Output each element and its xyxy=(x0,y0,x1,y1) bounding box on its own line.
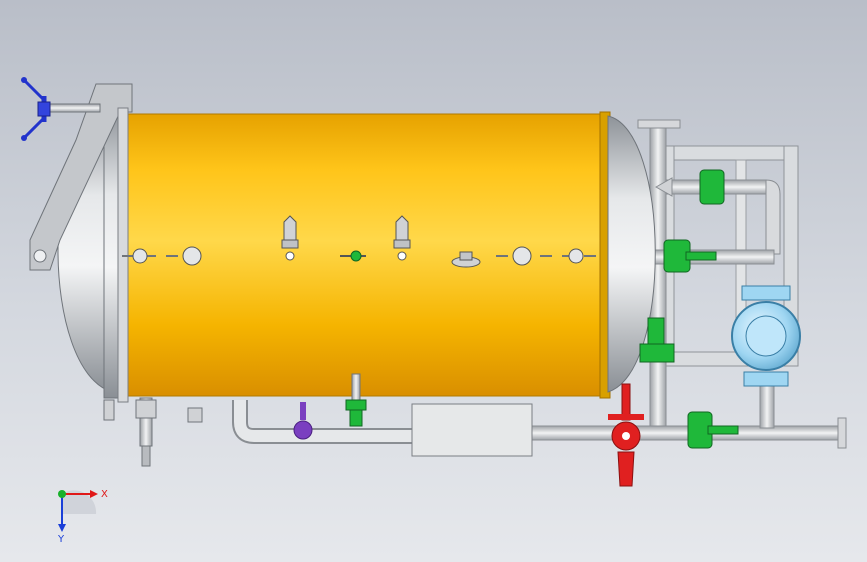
drain-valve-left xyxy=(103,397,157,467)
thermometer-port xyxy=(451,251,481,268)
z-axis-dot xyxy=(58,490,66,498)
red-steam-valve xyxy=(608,383,644,487)
green-valve-middle xyxy=(663,239,717,273)
bottom-main-pipe xyxy=(232,379,847,449)
bottom-plug xyxy=(187,407,203,423)
x-axis-label: X xyxy=(101,489,108,500)
green-valve-bottom-right xyxy=(687,411,739,449)
purple-valve xyxy=(293,402,313,440)
green-valve-bottom xyxy=(345,373,367,427)
circulation-pump xyxy=(731,285,801,387)
sight-glass-left xyxy=(122,246,210,266)
y-axis-label: Y xyxy=(57,534,65,545)
pressure-gauge-small xyxy=(340,250,366,262)
green-valve-upper xyxy=(699,169,725,205)
door-handwheel xyxy=(21,77,51,141)
sight-glass-right xyxy=(496,246,600,266)
axis-triad: X Y xyxy=(57,489,108,545)
door-hinge-arm xyxy=(29,83,133,271)
safety-valve-1 xyxy=(281,215,299,261)
tank-right-head xyxy=(607,115,656,393)
steam-header-box xyxy=(411,403,533,457)
safety-valve-2 xyxy=(393,215,411,261)
green-valve-lower xyxy=(639,317,675,363)
